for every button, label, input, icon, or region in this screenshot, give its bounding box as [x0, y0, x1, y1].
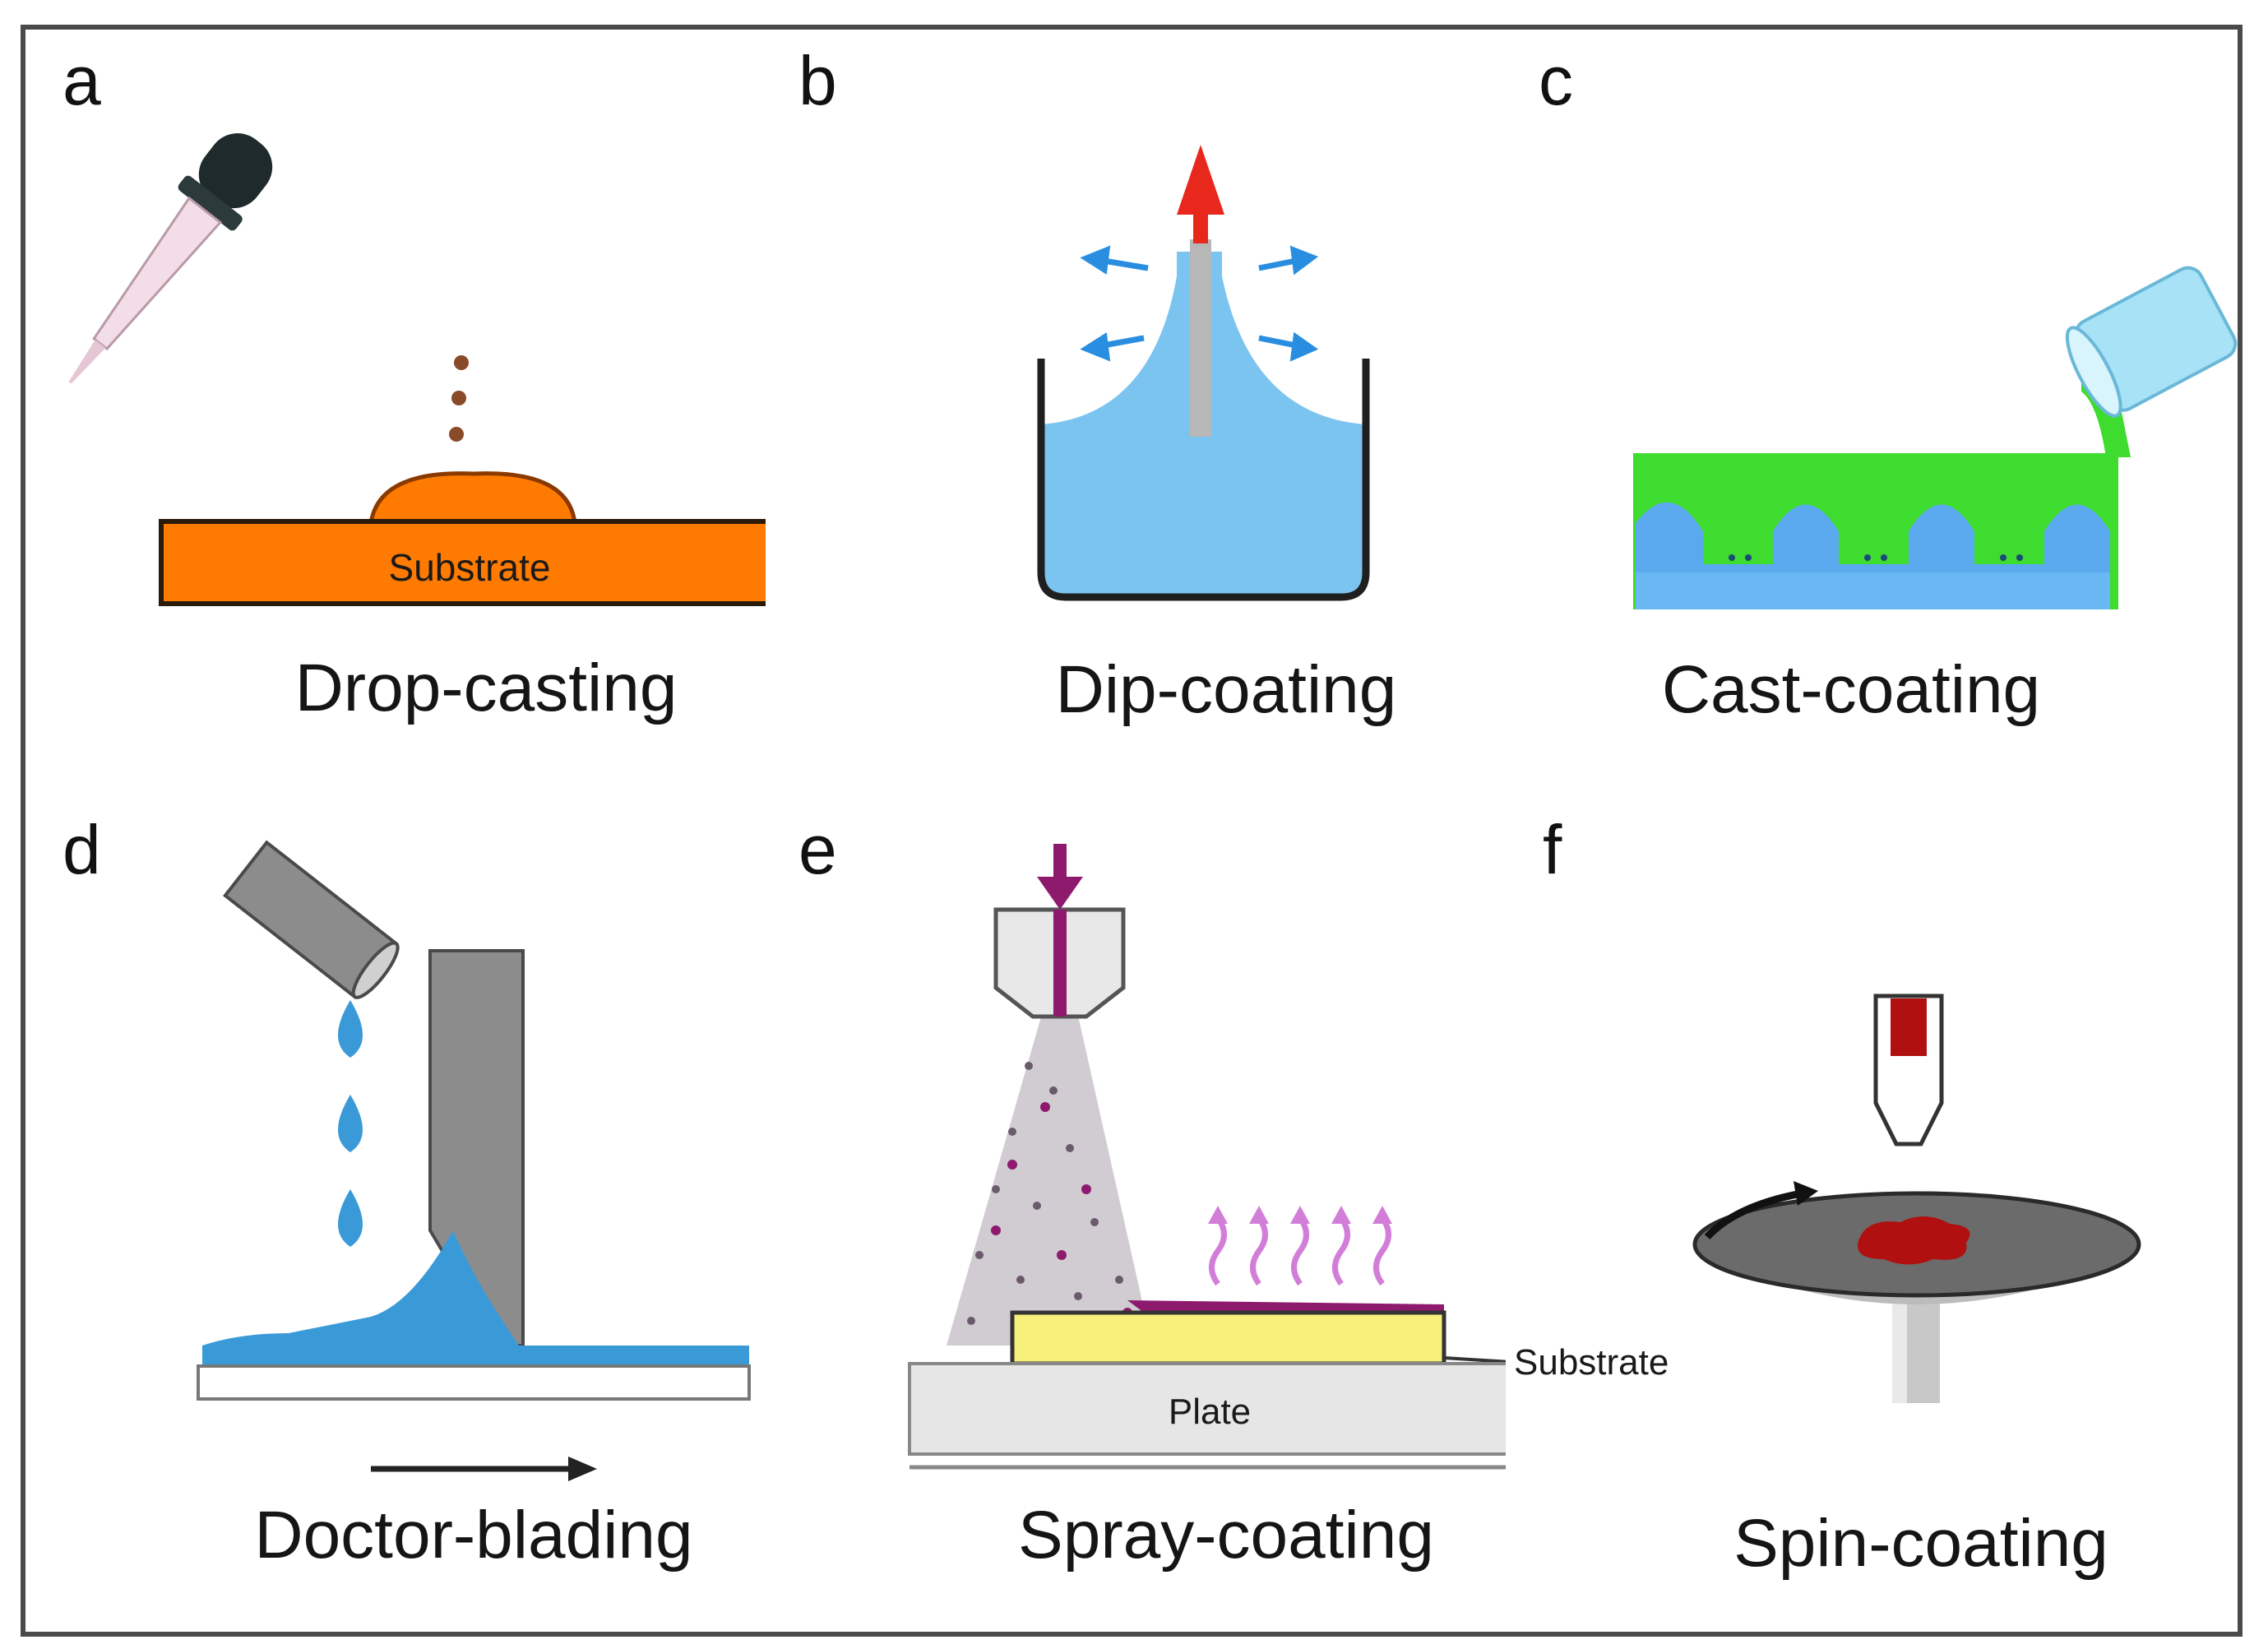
panel-letter-f: f: [1543, 811, 1562, 888]
evaporation-arrow-icon: [1209, 1216, 1391, 1286]
substrate-base: [197, 1364, 751, 1401]
solution-pool: [202, 1230, 749, 1370]
caption-dip-coating: Dip-coating: [1055, 652, 1397, 727]
drop-casting-illustration: [68, 133, 766, 606]
cast-coating-illustration: [1633, 266, 2238, 609]
panel-dip-coating: b Dip-coating: [766, 30, 1506, 819]
caption-doctor-blading: Doctor-blading: [254, 1498, 693, 1573]
substrate-leader-line: [1443, 1356, 1506, 1364]
arrow-up-icon: [1177, 145, 1224, 243]
nozzle-icon: [223, 840, 400, 999]
deposited-drop: [368, 471, 577, 526]
substrate-block: [159, 519, 766, 606]
pipette-tip-icon: [1873, 994, 1944, 1146]
panel-drop-casting: a Substrate Drop-casting: [25, 30, 766, 819]
panel-spray-coating: e: [766, 815, 1669, 1609]
plate: [908, 1362, 1506, 1456]
figure-frame: a Substrate Drop-casting: [21, 25, 2243, 1637]
panel-letter-c: c: [1539, 42, 1573, 119]
caption-drop-casting: Drop-casting: [294, 651, 678, 725]
dipped-substrate: [1190, 239, 1211, 437]
pipette-icon: [68, 133, 273, 384]
panel-letter-e: e: [798, 811, 837, 888]
substrate-base: [1636, 572, 2110, 609]
caption-cast-coating: Cast-coating: [1661, 652, 2041, 727]
doctor-blading-illustration: [197, 840, 751, 1481]
evaporation-arrowheads: [1208, 1206, 1392, 1224]
spin-coating-illustration: [1692, 994, 2141, 1403]
panel-doctor-blading: d Doctor-blading: [25, 815, 766, 1609]
drop: [454, 355, 469, 370]
substrate-block: [1010, 1310, 1446, 1366]
spray-cone: [947, 1008, 1152, 1346]
dip-coating-illustration: [1037, 145, 1370, 601]
pouring-cup-icon: [2065, 266, 2238, 418]
drop: [451, 391, 466, 405]
evaporation-arrow-icon: [1080, 245, 1319, 362]
panel-spin-coating: f Spin-coating: [1506, 815, 2246, 1609]
particles: [1729, 554, 2023, 561]
droplet-icon: [338, 1000, 363, 1247]
spray-coating-illustration: [908, 844, 1506, 1470]
nozzle-channel: [1053, 910, 1067, 1017]
arrow-right-icon: [371, 1457, 597, 1481]
panel-cast-coating: c Cast-coating: [1506, 30, 2246, 819]
arrow-down-icon: [1037, 844, 1083, 910]
drop: [449, 427, 464, 442]
panel-letter-d: d: [62, 811, 101, 888]
panel-letter-a: a: [62, 42, 101, 119]
panel-letter-b: b: [798, 42, 837, 119]
rotation-arrow-icon: [1704, 1181, 1818, 1240]
coating-solution: [1858, 1216, 1970, 1265]
beaker: [1037, 359, 1370, 601]
caption-spin-coating: Spin-coating: [1733, 1506, 2108, 1581]
caption-spray-coating: Spray-coating: [1018, 1498, 1434, 1573]
